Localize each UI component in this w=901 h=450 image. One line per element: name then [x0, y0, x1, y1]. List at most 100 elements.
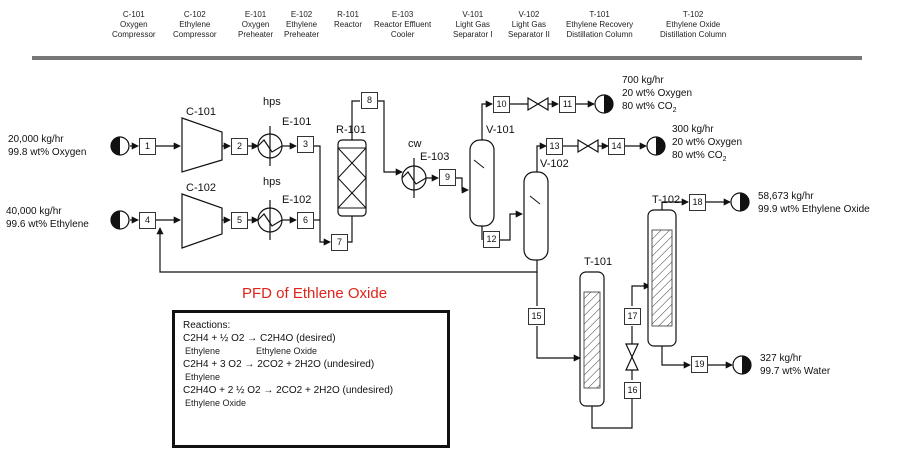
label-v101: V-101 — [486, 124, 515, 136]
stream-5: 5 — [231, 212, 248, 229]
line-9-v101 — [455, 177, 469, 194]
legend-line: Ethylene Oxide — [665, 20, 721, 29]
flow-composition: 20 wt% Oxygen — [622, 88, 693, 99]
legend-line: Oxygen — [120, 20, 148, 29]
product-label: Ethylene Oxide — [256, 346, 318, 356]
line-12-v102 — [500, 210, 523, 241]
reactor-r101 — [337, 139, 367, 217]
stream-3: 3 — [297, 136, 314, 153]
legend-tag: C-101 — [122, 10, 145, 19]
diagram-title: PFD of Ethlene Oxide — [242, 285, 388, 302]
compressor-c102 — [181, 193, 223, 249]
label-e102: E-102 — [282, 194, 312, 206]
stream-15: 15 — [528, 308, 545, 325]
stream-12: 12 — [483, 231, 500, 248]
flow-rate: 300 kg/hr — [672, 124, 714, 135]
line-recycle — [156, 227, 538, 273]
stream-6: 6 — [297, 212, 314, 229]
valve-t101-a — [625, 343, 639, 359]
line-8-e103 — [377, 100, 403, 176]
stream-11: 11 — [559, 96, 576, 113]
stream-8: 8 — [361, 92, 378, 109]
legend-line: Ethylene — [286, 20, 318, 29]
legend-line: Cooler — [390, 30, 415, 39]
legend-line: Reactor — [334, 20, 363, 29]
line-17-t102 — [631, 282, 651, 306]
reaction-3-label: Ethylene Oxide — [185, 398, 247, 408]
stream-14: 14 — [608, 138, 625, 155]
stream-1: 1 — [139, 138, 156, 155]
label-v102: V-102 — [540, 158, 569, 170]
reactions-heading: Reactions: — [183, 320, 231, 331]
legend-tag: E-101 — [244, 10, 267, 19]
reaction-1: C2H4 + ½ O2 → C2H4O (desired) — [183, 333, 336, 344]
flow-composition: 99.9 wt% Ethylene Oxide — [758, 204, 870, 215]
line-t102-19 — [661, 345, 691, 369]
flow-ethylene-feed: 40,000 kg/hr 99.6 wt% Ethylene — [6, 205, 89, 231]
legend-line: Light Gas — [511, 20, 547, 29]
label-t102: T-102 — [652, 194, 681, 206]
label-c102: C-102 — [186, 182, 216, 194]
flow-composition: 99.6 wt% Ethylene — [6, 219, 89, 230]
legend-line: Distillation Column — [566, 30, 633, 39]
legend-tag: E-102 — [290, 10, 313, 19]
stream-2: 2 — [231, 138, 248, 155]
stream-19: 19 — [691, 356, 708, 373]
line-t102-18 — [661, 198, 689, 210]
separator-v102 — [523, 171, 549, 261]
legend-line: Reactor Effluent — [374, 20, 432, 29]
stream-16: 16 — [624, 382, 641, 399]
reactor-packing — [337, 147, 367, 209]
flow-purge-1: 700 kg/hr 20 wt% Oxygen 80 wt% CO2 — [622, 74, 692, 117]
line-r101-8 — [351, 100, 360, 140]
flow-oxygen-feed: 20,000 kg/hr 99.8 wt% Oxygen — [8, 133, 86, 159]
label-e103: E-103 — [420, 151, 450, 163]
flow-composition-co2: 80 wt% CO2 — [622, 101, 677, 114]
label-c101: C-101 — [186, 106, 216, 118]
flow-composition: 99.8 wt% Oxygen — [8, 147, 87, 158]
line-3-7 — [313, 145, 331, 246]
legend-tag: V-101 — [462, 10, 484, 19]
flow-rate: 700 kg/hr — [622, 75, 664, 86]
legend-line: Ethylene Recovery — [566, 20, 634, 29]
compressor-c101 — [181, 117, 223, 173]
legend-tag: E-103 — [391, 10, 414, 19]
line-15-t101 — [536, 326, 581, 362]
legend-line: Compressor — [173, 30, 217, 39]
stream-10: 10 — [493, 96, 510, 113]
valve-t101-b — [625, 355, 639, 371]
reactions-panel: Reactions: C2H4 + ½ O2 → C2H4O (desired)… — [172, 310, 450, 448]
separator-v101 — [469, 139, 495, 227]
line-v102-13 — [536, 142, 547, 172]
legend-tag: C-102 — [183, 10, 206, 19]
flow-rate: 40,000 kg/hr — [6, 206, 62, 217]
flow-rate: 327 kg/hr — [760, 353, 802, 364]
legend-tag: T-101 — [589, 10, 610, 19]
legend-line: Separator II — [508, 30, 550, 39]
reaction-2: C2H4 + 3 O2 → 2CO2 + 2H2O (undesired) — [183, 359, 375, 370]
line-t101-16 — [591, 398, 633, 429]
valve-purge1-a — [527, 96, 540, 112]
label-t101: T-101 — [584, 256, 613, 268]
legend-line: Oxygen — [241, 20, 270, 29]
flow-composition-text: 80 wt% CO — [672, 150, 723, 161]
label-cw: cw — [408, 138, 422, 150]
legend-tag: V-102 — [518, 10, 540, 19]
label-hps-2: hps — [263, 176, 281, 188]
flow-composition-text: 80 wt% CO — [622, 101, 673, 112]
flow-rate: 58,673 kg/hr — [758, 191, 814, 202]
flow-rate: 20,000 kg/hr — [8, 134, 64, 145]
label-hps-1: hps — [263, 96, 281, 108]
line-v101-10 — [481, 100, 493, 140]
